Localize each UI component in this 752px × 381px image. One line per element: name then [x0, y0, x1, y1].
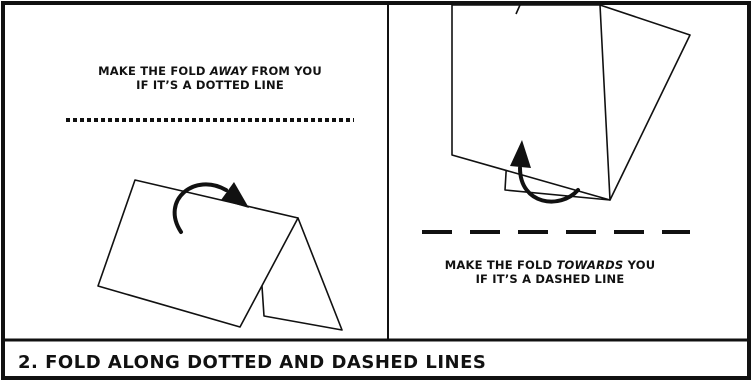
instruction-text: FROM YOU — [247, 64, 322, 78]
instruction-text: MAKE THE FOLD — [445, 258, 557, 272]
step-caption: 2. FOLD ALONG DOTTED AND DASHED LINES — [18, 352, 738, 373]
towards-instruction-line2: IF IT’S A DASHED LINE — [400, 272, 700, 286]
towards-instruction-line1: MAKE THE FOLD TOWARDS YOU — [400, 258, 700, 272]
away-fold-instruction: MAKE THE FOLD AWAY FROM YOU IF IT’S A DO… — [40, 64, 380, 92]
towards-fold-instruction: MAKE THE FOLD TOWARDS YOU IF IT’S A DASH… — [400, 258, 700, 286]
instruction-text: MAKE THE FOLD — [98, 64, 210, 78]
instruction-emphasis: AWAY — [210, 64, 247, 78]
instruction-emphasis: TOWARDS — [557, 258, 624, 272]
away-instruction-line2: IF IT’S A DOTTED LINE — [40, 78, 380, 92]
away-instruction-line1: MAKE THE FOLD AWAY FROM YOU — [40, 64, 380, 78]
instruction-text: YOU — [623, 258, 655, 272]
